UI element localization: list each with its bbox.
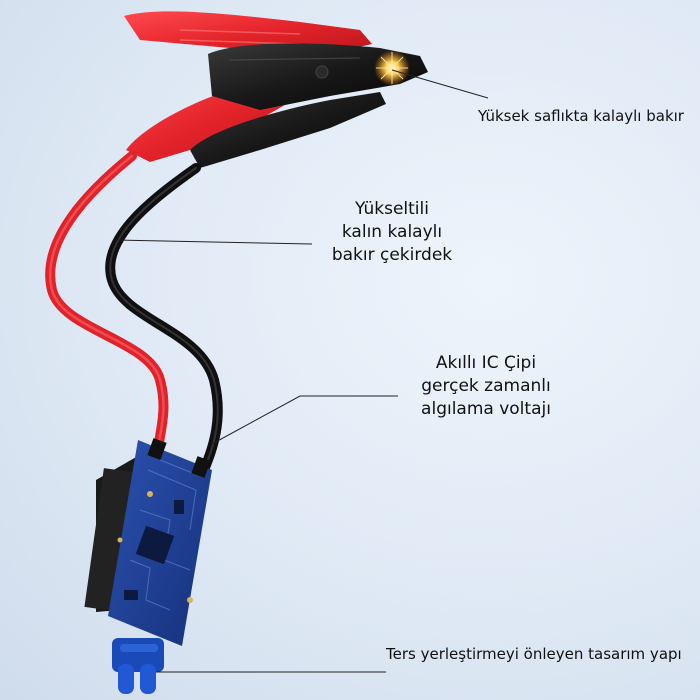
- leader-line-2: [115, 239, 313, 245]
- callout-line: Yüksek saflıkta kalaylı bakır: [478, 107, 684, 125]
- callout-line: Ters yerleştirmeyi önleyen tasarım yapı: [386, 645, 682, 663]
- callout-ic-chip: Akıllı IC Çipi gerçek zamanlı algılama v…: [398, 352, 574, 421]
- callout-line: kalın kalaylı: [341, 221, 443, 242]
- leader-line-3: [211, 395, 398, 445]
- leader-line-1: [391, 69, 489, 99]
- smart-module: [84, 438, 212, 646]
- callout-line: algılama voltajı: [421, 398, 551, 419]
- leader-lines: [115, 69, 489, 673]
- callout-tinned-copper: Yüksek saflıkta kalaylı bakır: [478, 106, 684, 126]
- callout-copper-core: Yükseltili kalın kalaylı bakır çekirdek: [312, 198, 472, 267]
- callout-line: bakır çekirdek: [331, 244, 453, 265]
- black-clamp: [190, 43, 428, 168]
- ic-chip: [135, 525, 175, 565]
- callout-reverse-protection: Ters yerleştirmeyi önleyen tasarım yapı: [386, 644, 682, 664]
- callout-line: Akıllı IC Çipi: [435, 353, 537, 373]
- callout-line: Yükseltili: [355, 199, 429, 219]
- ec5-connector: [112, 638, 164, 694]
- callout-line: gerçek zamanlı: [421, 375, 551, 396]
- spark-icon: [374, 50, 410, 86]
